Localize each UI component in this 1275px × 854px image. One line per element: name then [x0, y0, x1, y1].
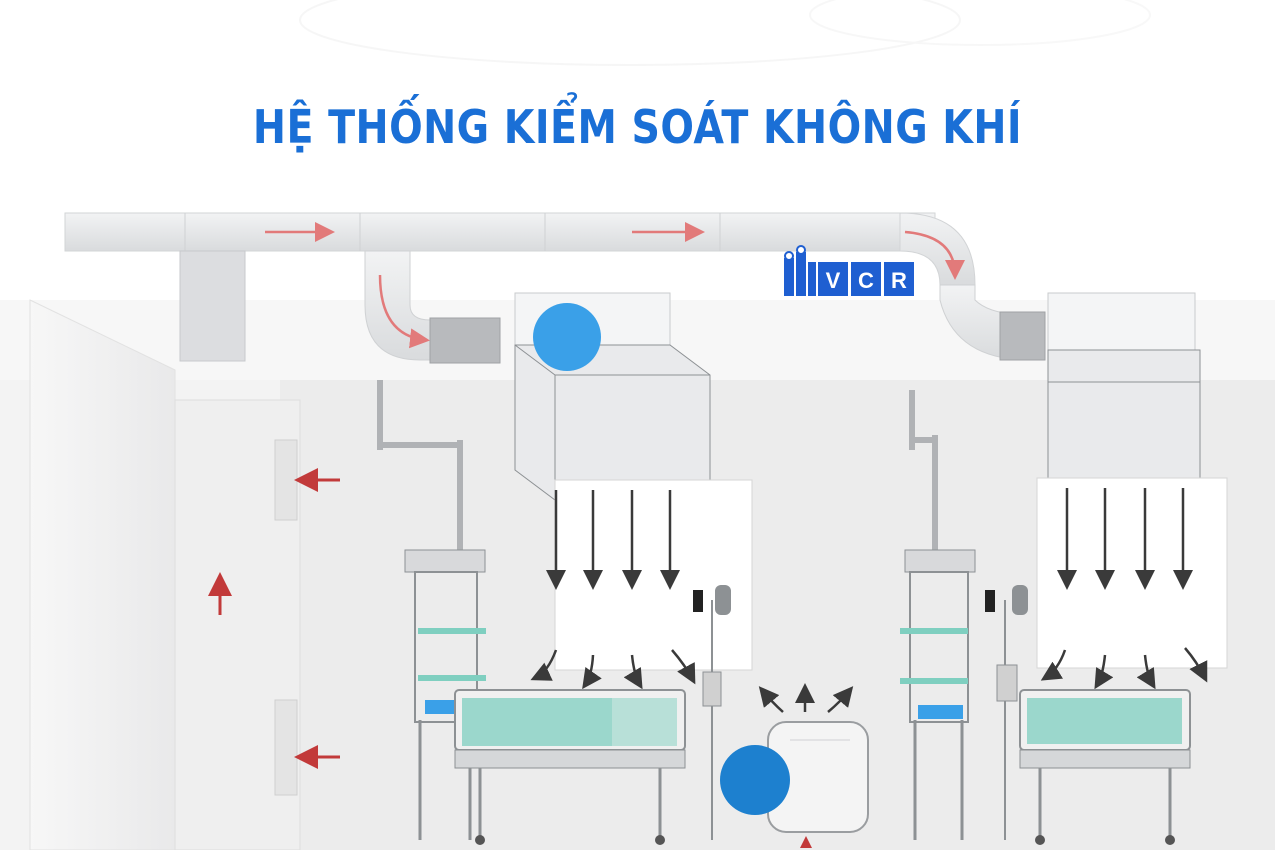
- return-grille-lower: [275, 700, 297, 795]
- clean-zone-right: [1037, 478, 1227, 668]
- vcr-logo: V C R: [784, 246, 914, 296]
- return-grille-upper: [275, 440, 297, 520]
- clean-zone-left: [555, 480, 752, 670]
- hepa-filter-box-right: [1048, 293, 1200, 478]
- page-title: HỆ THỐNG KIỂM SOÁT KHÔNG KHÍ: [89, 100, 1186, 154]
- damper-left: [430, 318, 500, 363]
- logo-letter-v: V: [826, 268, 841, 293]
- logo-letter-r: R: [891, 268, 907, 293]
- marker-circle-purifier: [720, 745, 790, 815]
- background-decoration: [300, 0, 1150, 65]
- marker-circle-supply: [533, 303, 601, 371]
- damper-right: [1000, 312, 1045, 360]
- left-wall: [30, 300, 175, 850]
- logo-letter-c: C: [858, 268, 874, 293]
